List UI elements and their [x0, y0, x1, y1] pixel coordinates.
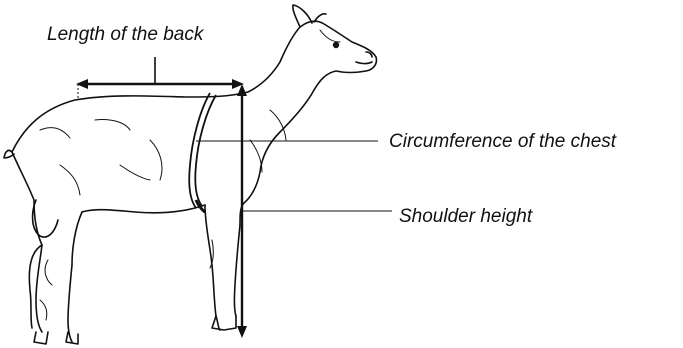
- goat-front-hoof: [212, 316, 236, 330]
- goat-udder: [33, 200, 58, 237]
- goat-hind-hoof-2: [66, 332, 78, 344]
- goat-belly-outline: [82, 205, 205, 213]
- goat-body-outline: [12, 21, 376, 225]
- goat-nose: [366, 52, 372, 57]
- goat-mouth: [356, 62, 372, 64]
- goat-eye: [334, 43, 339, 48]
- chest-tape: [189, 93, 216, 212]
- back-length-arrow: [76, 57, 244, 100]
- goat-ear-back: [314, 14, 326, 22]
- goat-ear: [293, 5, 312, 27]
- chest-circumference-label: Circumference of the chest: [389, 132, 616, 151]
- goat-hind-hoof: [34, 332, 48, 344]
- shoulder-height-label: Shoulder height: [399, 207, 532, 226]
- back-length-label: Length of the back: [47, 25, 203, 44]
